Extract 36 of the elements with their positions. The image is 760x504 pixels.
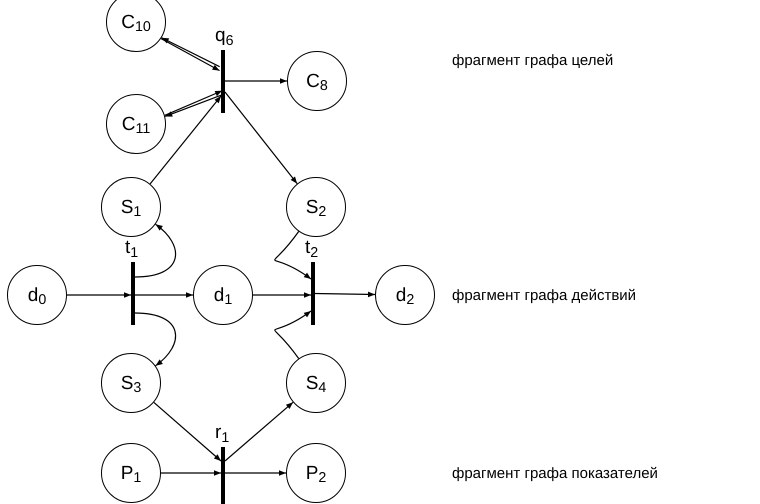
node-label: C$_{10}$ — [121, 12, 151, 32]
transition-label: t$_{2}$ — [305, 238, 318, 258]
arrow — [67, 292, 131, 298]
arrow — [253, 292, 311, 298]
node-label: P$_{2}$ — [306, 464, 326, 482]
transition-label: q$_{6}$ — [215, 26, 234, 46]
transition-label: t$_{1}$ — [125, 238, 138, 258]
arrow — [161, 470, 221, 476]
fragment-caption: фрагмент графа действий — [452, 286, 636, 306]
node-label: S$_{2}$ — [306, 198, 326, 216]
node-label: C$_{8}$ — [306, 72, 328, 90]
arrow — [225, 470, 286, 476]
node-label: C$_{11}$ — [122, 114, 150, 134]
node-label: d$_{1}$ — [214, 286, 232, 304]
arrow — [274, 231, 312, 280]
arrow — [154, 402, 222, 462]
arrow — [225, 78, 287, 84]
node-label: S$_{4}$ — [306, 374, 326, 392]
transition-label: r$_{1}$ — [215, 423, 230, 443]
arrow — [224, 92, 298, 184]
fragment-caption: фрагмент графа целей — [452, 51, 614, 71]
arrow — [314, 292, 376, 298]
node-label: S$_{1}$ — [120, 198, 142, 216]
arrow — [150, 96, 222, 184]
arrow — [134, 312, 176, 366]
arrow — [134, 224, 176, 278]
node-label: d$_{0}$ — [28, 286, 46, 304]
arrow — [224, 402, 294, 462]
arrow — [164, 90, 222, 116]
fragment-caption: фрагмент графа показателей — [452, 464, 658, 484]
arrow — [274, 310, 312, 359]
node-label: P$_{1}$ — [120, 464, 142, 482]
arrow — [165, 94, 222, 117]
node-label: S$_{3}$ — [120, 374, 142, 392]
node-label: d$_{2}$ — [396, 286, 414, 304]
arrow — [135, 292, 193, 298]
